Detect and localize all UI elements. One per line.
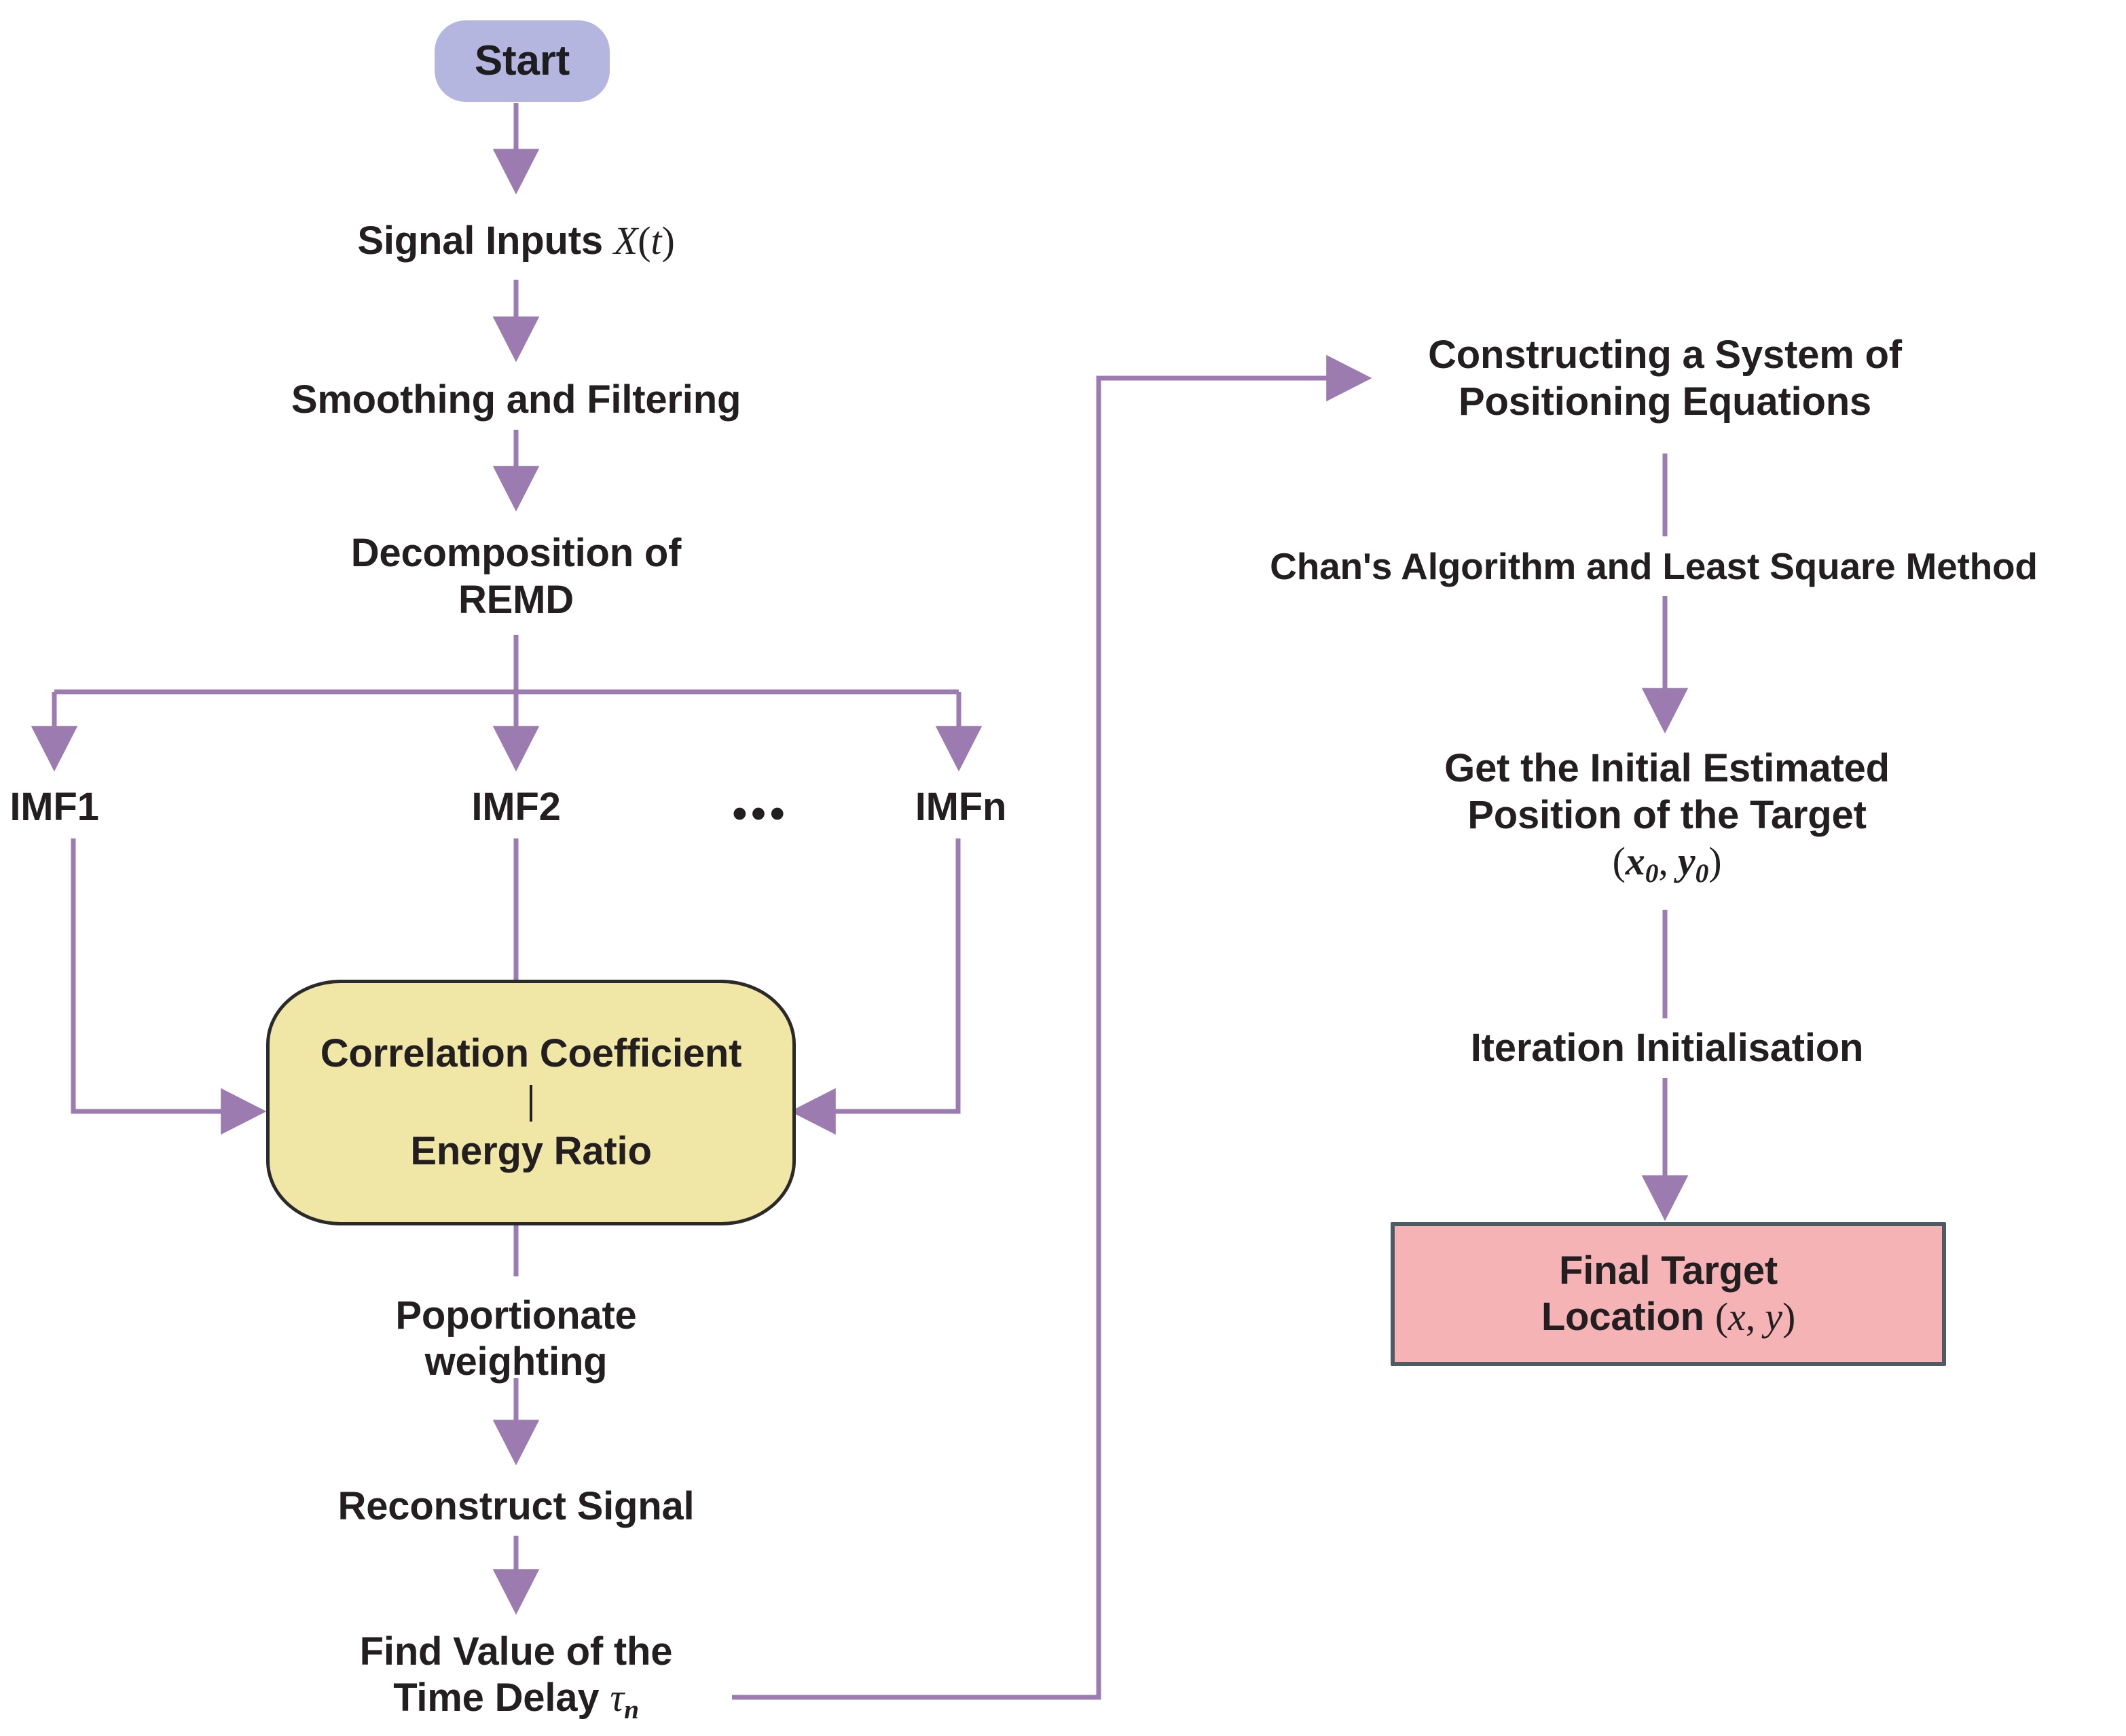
tau-symbol: τ [610, 1675, 625, 1720]
imfn-label: IMFn [915, 784, 1007, 829]
final-paren-close: ) [1782, 1295, 1796, 1339]
criteria-node[interactable]: Correlation Coefficient Energy Ratio [266, 980, 796, 1225]
criteria-divider [530, 1085, 532, 1122]
coords-comma: , [1658, 839, 1678, 884]
coords-paren-close: ) [1708, 839, 1722, 884]
equations-line1: Constructing a System of [1428, 333, 1902, 377]
edge-imfn-to-criteria [790, 838, 961, 1135]
imf1-label: IMF1 [10, 784, 99, 829]
criteria-line1: Correlation Coefficient [320, 1031, 742, 1075]
final-x: x [1727, 1295, 1746, 1339]
time-delay-node: Find Value of the Time Delay τn [285, 1619, 747, 1735]
positioning-equations-node: Constructing a System of Positioning Equ… [1373, 319, 1957, 438]
coords-paren-open: ( [1612, 839, 1626, 884]
reconstruct-label: Reconstruct Signal [337, 1483, 695, 1528]
signal-paren-close: ) [661, 218, 675, 263]
initial-position-line2: Position of the Target [1467, 792, 1867, 837]
equations-line2: Positioning Equations [1458, 379, 1871, 424]
tau-subscript: n [624, 1694, 639, 1724]
decomposition-node: Decomposition of REMD [292, 517, 740, 636]
smoothing-node: Smoothing and Filtering [224, 370, 808, 430]
coords-y: y [1677, 839, 1696, 884]
signal-math-t: t [650, 218, 662, 263]
chan-algorithm-node: Chan's Algorithm and Least Square Method [1181, 536, 2126, 596]
initial-position-line1: Get the Initial Estimated [1444, 746, 1890, 791]
start-label: Start [474, 37, 570, 85]
iteration-init-node: Iteration Initialisation [1372, 1018, 1962, 1078]
weighting-node: Poportionate weighting [306, 1282, 727, 1396]
imf2-label: IMF2 [471, 784, 561, 829]
decomposition-line1: Decomposition of [350, 531, 682, 576]
signal-inputs-node: Signal Inputs X(t) [285, 204, 747, 278]
imf1-node: IMF1 [0, 777, 170, 837]
final-target-line1: Final Target [1558, 1248, 1778, 1293]
final-target-node[interactable]: Final Target Location (x, y) [1391, 1222, 1946, 1366]
coords-x: x [1625, 839, 1645, 884]
time-delay-line1: Find Value of the [359, 1629, 673, 1674]
start-node[interactable]: Start [435, 20, 610, 102]
imfn-node: IMFn [845, 777, 1076, 837]
final-paren-open: ( [1715, 1295, 1728, 1339]
chan-label: Chan's Algorithm and Least Square Method [1270, 544, 2038, 587]
reconstruct-node: Reconstruct Signal [272, 1477, 760, 1536]
signal-math-x: X [613, 218, 638, 263]
final-y: y [1765, 1295, 1783, 1339]
edge-imf1-to-criteria [71, 838, 267, 1135]
coords-x-sub: 0 [1645, 858, 1659, 889]
initial-position-node: Get the Initial Estimated Position of th… [1338, 726, 1996, 908]
coords-y-sub: 0 [1695, 858, 1709, 889]
signal-inputs-label: Signal Inputs X(t) [357, 218, 675, 263]
criteria-line2: Energy Ratio [410, 1129, 652, 1173]
weighting-line1: Poportionate [395, 1293, 637, 1337]
initial-position-coords: (x0, y0) [1601, 838, 1733, 889]
final-target-line2: Location (x, y) [1541, 1295, 1796, 1339]
signal-paren-open: ( [638, 218, 651, 263]
weighting-line2: weighting [424, 1340, 608, 1384]
decomposition-line2: REMD [458, 577, 574, 622]
time-delay-line2: Time Delay τn [393, 1675, 639, 1724]
iteration-label: Iteration Initialisation [1470, 1025, 1864, 1070]
smoothing-label: Smoothing and Filtering [291, 377, 741, 422]
imf2-node: IMF2 [401, 777, 631, 837]
final-comma: , [1745, 1295, 1765, 1339]
imf-ellipsis: ••• [732, 790, 789, 837]
